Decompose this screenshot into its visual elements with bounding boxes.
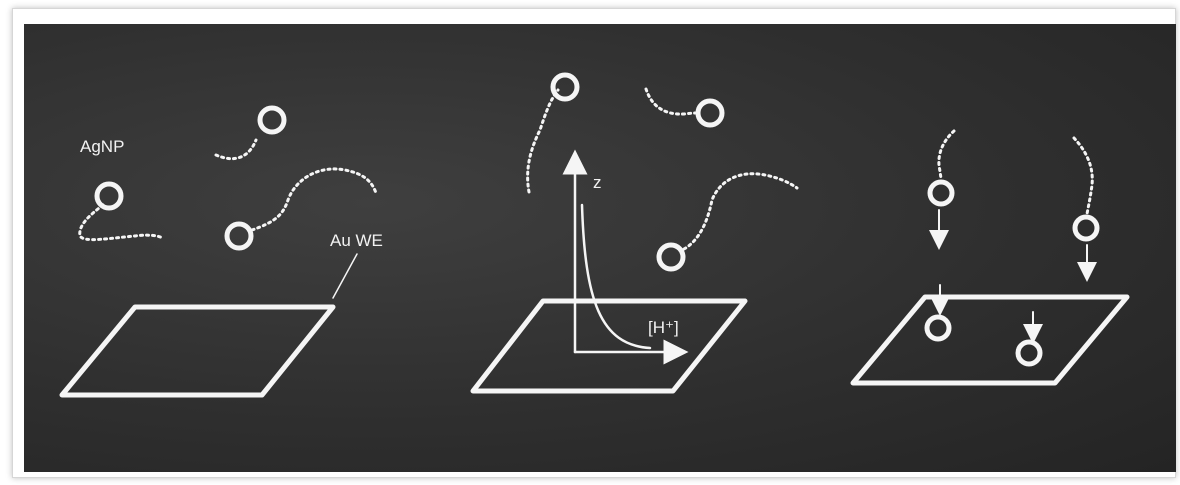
h-plus-label: [H⁺] xyxy=(648,318,679,337)
agnp-trajectory-3a xyxy=(937,129,956,182)
agnp-particle-adsorbed-3d xyxy=(1015,339,1043,367)
au-we-leader-line xyxy=(332,253,358,299)
agnp-particle-1c xyxy=(224,221,254,251)
au-we-label: Au WE xyxy=(330,231,383,250)
agnp-particle-1a xyxy=(94,181,124,211)
agnp-particle-2a xyxy=(550,72,580,102)
agnp-trajectory-2c xyxy=(682,172,799,251)
agnp-particle-1b xyxy=(257,105,287,135)
agnp-trajectory-1b xyxy=(214,138,258,161)
agnp-particle-adsorbed-3c xyxy=(924,314,952,342)
agnp-particle-2c xyxy=(656,242,686,272)
agnp-particle-3a xyxy=(927,179,955,207)
agnp-particle-3b xyxy=(1072,214,1100,242)
z-axis-label: z xyxy=(593,173,602,192)
electrode-plate-1 xyxy=(59,304,336,398)
agnp-trajectory-1c xyxy=(250,167,378,232)
agnp-trajectory-1a xyxy=(78,203,164,242)
agnp-particle-2b xyxy=(695,98,725,128)
electrode-plate-3 xyxy=(850,294,1130,386)
agnp-label: AgNP xyxy=(80,137,124,156)
electrode-plate-2 xyxy=(470,298,748,394)
agnp-trajectory-2b xyxy=(644,87,700,116)
proton-concentration-curve xyxy=(580,203,652,350)
agnp-trajectory-2a xyxy=(526,88,560,194)
agnp-trajectory-3b xyxy=(1072,136,1094,216)
